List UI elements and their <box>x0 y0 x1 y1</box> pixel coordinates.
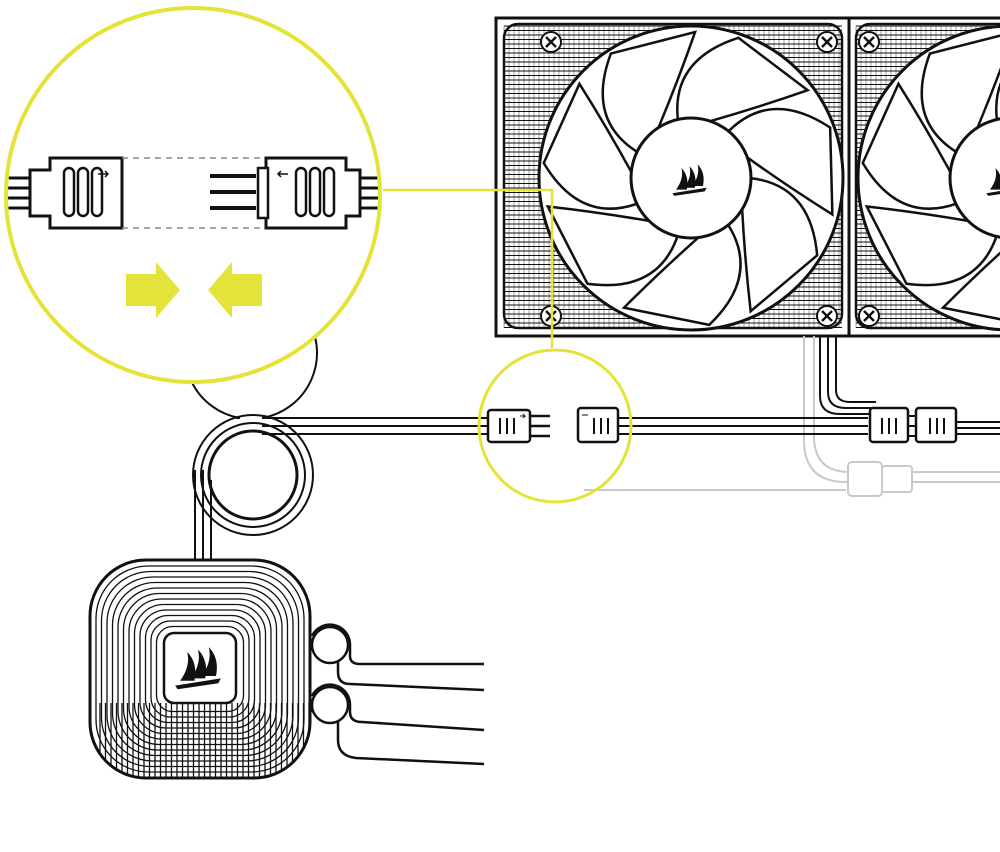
zoom-connector-left <box>28 156 124 230</box>
secondary-cable <box>584 336 1000 497</box>
pump-head <box>88 558 312 780</box>
callout-pointer <box>383 188 554 348</box>
arrow-right-icon <box>126 262 180 318</box>
fan-cable <box>819 336 1000 435</box>
radiator <box>494 16 1000 338</box>
fan-right <box>854 22 1000 332</box>
small-arrow-icon <box>276 170 288 178</box>
small-arrow-icon <box>98 170 110 178</box>
zoom-connector-right <box>256 156 362 230</box>
highlight-ring <box>477 348 633 504</box>
fan-left <box>502 22 845 332</box>
connector-pair-right <box>868 406 958 444</box>
zoom-callout <box>4 6 382 384</box>
connector-female <box>576 406 630 444</box>
connector-male <box>486 408 550 444</box>
arrow-left-icon <box>208 262 262 318</box>
pump-cable <box>184 285 868 560</box>
coolant-tubes <box>310 623 485 766</box>
